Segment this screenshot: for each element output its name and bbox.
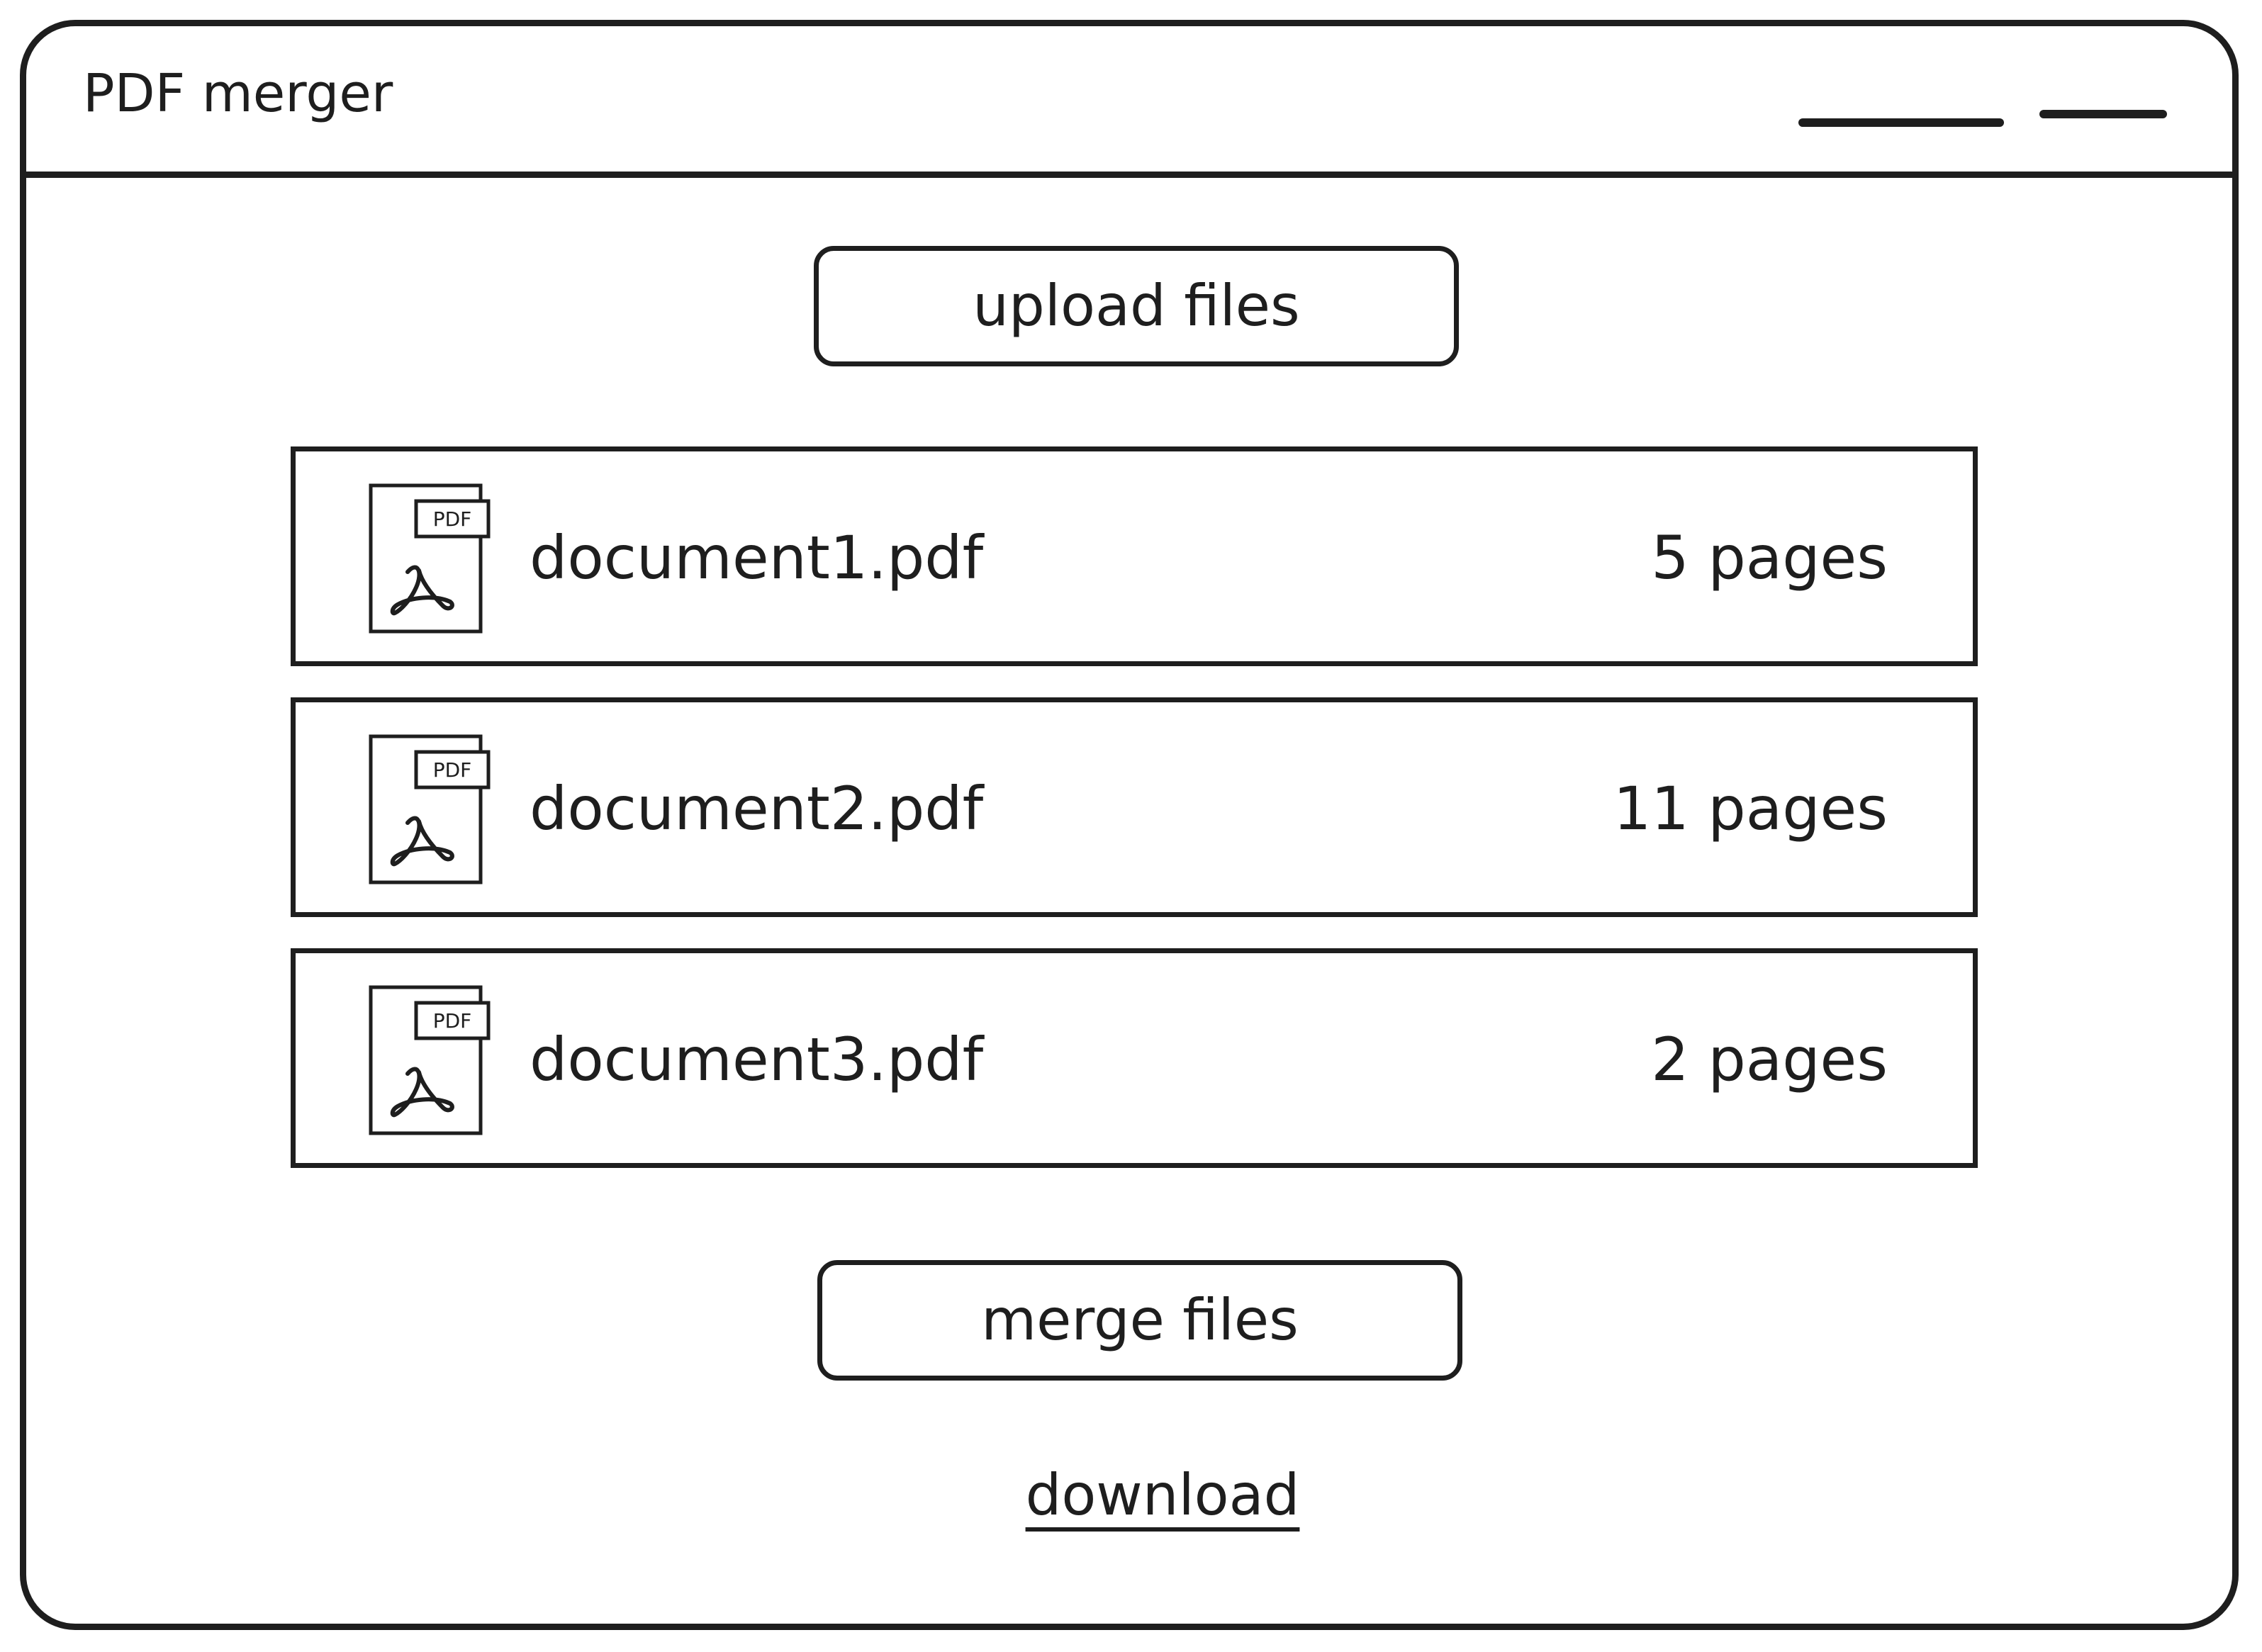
window-control-line[interactable]	[2039, 110, 2167, 118]
window-title: PDF merger	[83, 63, 393, 124]
upload-files-button[interactable]: upload files	[814, 246, 1459, 366]
file-list: PDF document1.pdf 5 pages PDF document2.…	[291, 446, 1978, 1199]
file-page-count: 11 pages	[1613, 774, 1888, 843]
pdf-badge-label: PDF	[433, 1009, 472, 1033]
file-name: document1.pdf	[530, 523, 984, 592]
window-control-line[interactable]	[1798, 118, 2004, 127]
title-bar: PDF merger	[26, 26, 2232, 178]
file-page-count: 5 pages	[1651, 523, 1888, 592]
pdf-badge-label: PDF	[433, 507, 472, 531]
merge-files-button[interactable]: merge files	[817, 1260, 1462, 1381]
pdf-file-icon: PDF	[369, 734, 491, 884]
download-link[interactable]: download	[1025, 1462, 1300, 1528]
file-page-count: 2 pages	[1651, 1025, 1888, 1094]
pdf-file-icon: PDF	[369, 985, 491, 1135]
file-name: document3.pdf	[530, 1025, 984, 1094]
file-row[interactable]: PDF document1.pdf 5 pages	[291, 446, 1978, 666]
file-row[interactable]: PDF document3.pdf 2 pages	[291, 948, 1978, 1168]
file-row[interactable]: PDF document2.pdf 11 pages	[291, 697, 1978, 917]
pdf-badge-label: PDF	[433, 758, 472, 782]
pdf-file-icon: PDF	[369, 483, 491, 634]
file-name: document2.pdf	[530, 774, 984, 843]
